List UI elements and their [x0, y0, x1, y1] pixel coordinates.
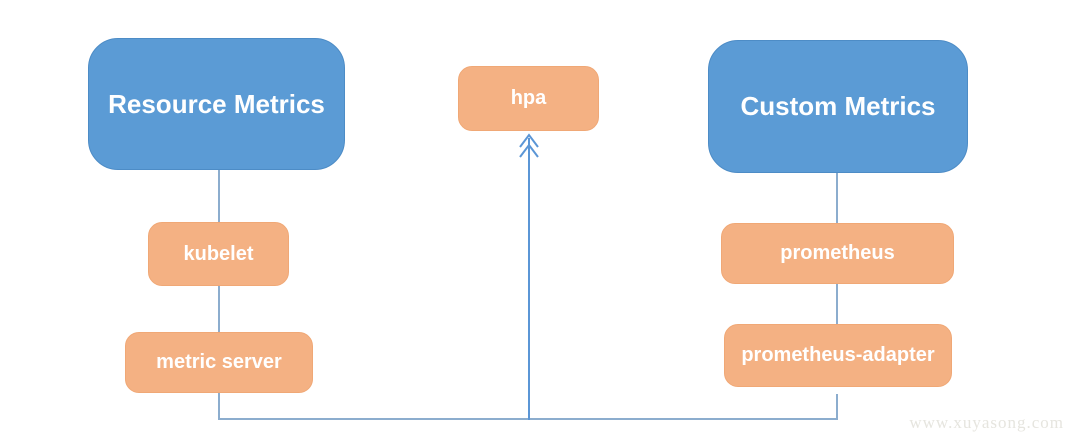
node-prometheus-label: prometheus [780, 242, 895, 264]
node-custom-metrics: Custom Metrics [708, 40, 968, 173]
arrow-up-to-hpa-icon [519, 133, 539, 420]
edge-resource-metrics-to-kubelet [218, 170, 220, 222]
edge-prometheus-adapter-to-bus [836, 394, 838, 420]
node-hpa-label: hpa [510, 87, 547, 109]
edge-custom-metrics-to-prometheus [836, 173, 838, 223]
node-kubelet: kubelet [148, 222, 289, 286]
node-prometheus-adapter-label: prometheus-adapter [741, 344, 935, 366]
node-metric-server: metric server [125, 332, 313, 393]
node-prometheus-adapter: prometheus-adapter [724, 324, 952, 387]
watermark-text: www.xuyasong.com [909, 413, 1064, 432]
edge-kubelet-to-metric-server [218, 286, 220, 332]
node-hpa: hpa [458, 66, 599, 131]
node-resource-metrics: Resource Metrics [88, 38, 345, 170]
node-prometheus: prometheus [721, 223, 954, 284]
node-custom-metrics-label: Custom Metrics [740, 91, 936, 121]
node-resource-metrics-label: Resource Metrics [108, 88, 325, 119]
node-metric-server-label: metric server [156, 351, 282, 373]
edge-metric-server-to-bus [218, 393, 220, 420]
edge-prometheus-to-prometheus-adapter [836, 284, 838, 324]
node-kubelet-label: kubelet [183, 242, 254, 265]
